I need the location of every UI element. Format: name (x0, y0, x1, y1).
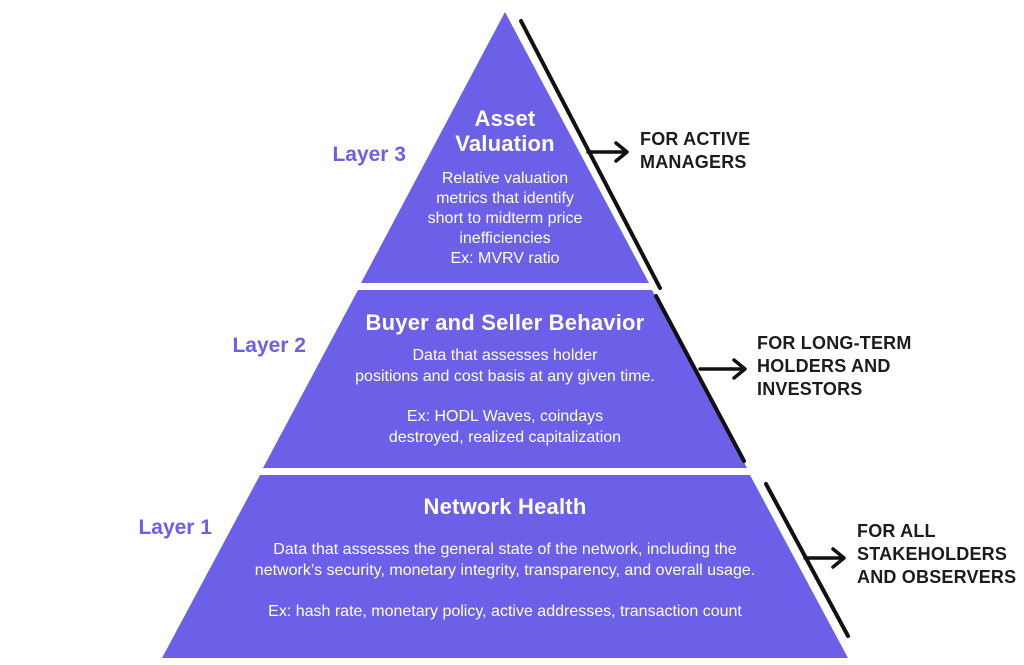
layer1-examples: Ex: hash rate, monetary policy, active a… (268, 603, 742, 620)
layer1-side-label: Layer 1 (138, 516, 212, 539)
layer1-arrow-right-icon (803, 547, 846, 569)
layer3-title: Asset Valuation (455, 106, 555, 156)
layer3-side-label: Layer 3 (332, 143, 406, 166)
layer3-audience-label: FOR ACTIVE MANAGERS (640, 129, 751, 172)
layer3-description: Relative valuation metrics that identify… (427, 170, 583, 267)
layer1-description: Data that assesses the general state of … (254, 541, 756, 579)
layer1-callout-line (764, 482, 850, 638)
layer1-title: Network Health (423, 494, 587, 519)
layer1-trapezoid-shape (162, 475, 848, 658)
layer2-description: Data that assesses holder positions and … (355, 347, 655, 385)
layer2-title: Buyer and Seller Behavior (365, 310, 645, 335)
layer3-callout-line (519, 19, 662, 290)
layer2-examples: Ex: HODL Waves, coindays destroyed, real… (388, 408, 622, 446)
layer2-callout-line (654, 294, 746, 463)
layer3-arrow-right-icon (586, 141, 629, 163)
layer3-triangle-shape (361, 12, 649, 283)
layer2-arrow-right-icon (698, 358, 747, 380)
layer2-trapezoid-shape (263, 290, 747, 468)
layer2-audience-label: FOR LONG-TERM HOLDERS AND INVESTORS (757, 333, 912, 399)
layer2-side-label: Layer 2 (232, 334, 306, 357)
layer1-audience-label: FOR ALL STAKEHOLDERS AND OBSERVERS (857, 521, 1017, 587)
